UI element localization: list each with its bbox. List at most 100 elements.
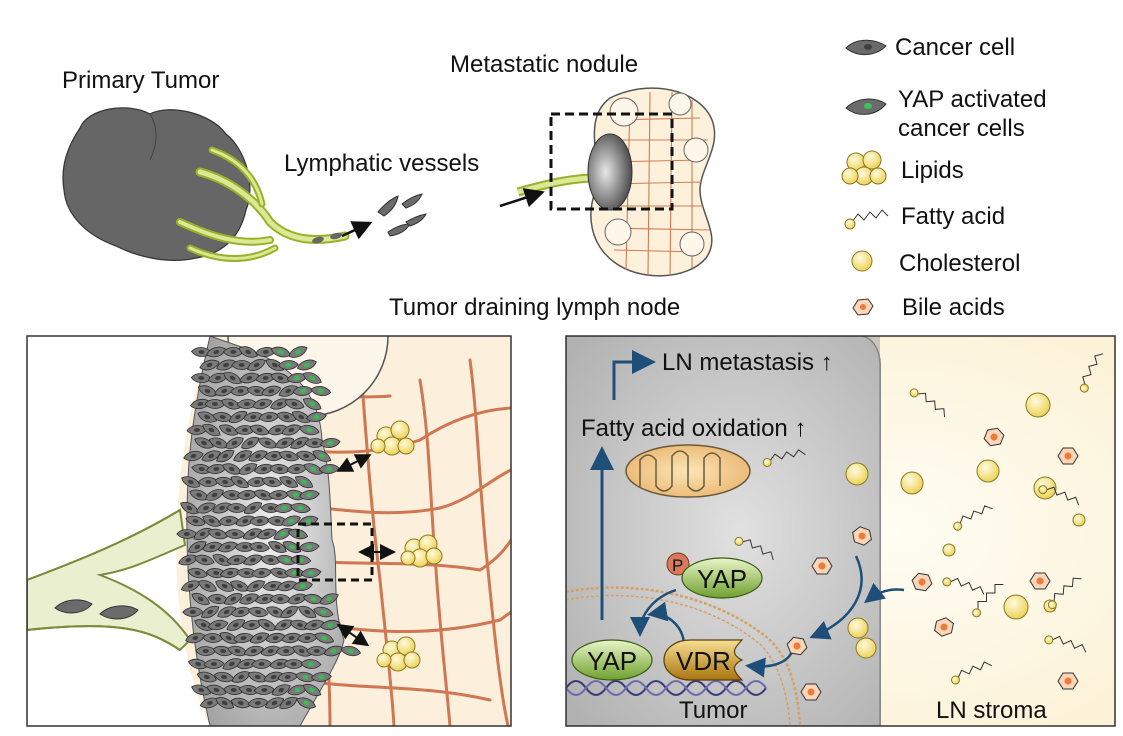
tumor-cell bbox=[273, 503, 295, 513]
tumor-cell bbox=[291, 411, 311, 423]
tumor-cell bbox=[247, 606, 269, 618]
tumor-cell bbox=[257, 619, 277, 631]
cholesterol-molecule bbox=[847, 617, 869, 639]
nuclear-membrane bbox=[566, 586, 802, 726]
fao-label: Fatty acid oxidation ↑ bbox=[581, 415, 806, 442]
fatty-acid-molecule bbox=[1079, 353, 1104, 393]
legend-item-bile-acids: Bile acids bbox=[852, 294, 1005, 321]
cholesterol-molecule bbox=[845, 462, 869, 486]
tumor-cell bbox=[280, 605, 299, 619]
fatty-acid-molecule bbox=[1044, 635, 1087, 653]
svg-text:P: P bbox=[672, 556, 683, 575]
tumor-cell bbox=[310, 672, 332, 682]
svg-text:Cholesterol: Cholesterol bbox=[899, 250, 1020, 277]
tumor-cell bbox=[203, 659, 225, 669]
tumor-cell bbox=[249, 542, 270, 552]
legend-item-cholesterol: Cholesterol bbox=[851, 250, 1020, 277]
legend-item-lipids: Lipids bbox=[841, 150, 964, 186]
tumor-cell bbox=[243, 502, 263, 514]
tumor-cell bbox=[218, 424, 239, 436]
tumor-cell bbox=[264, 697, 285, 709]
tumor-cell bbox=[271, 684, 291, 696]
tumor-cell bbox=[197, 411, 217, 423]
tumor-cell bbox=[242, 528, 262, 540]
svg-text:Lipids: Lipids bbox=[901, 157, 964, 184]
fatty-acid-molecule bbox=[942, 577, 985, 595]
tumor-cell bbox=[320, 619, 341, 631]
tumor-cell bbox=[212, 554, 232, 566]
tumor-cell bbox=[278, 450, 299, 462]
tumor-cell bbox=[287, 593, 308, 605]
tumor-cell bbox=[186, 425, 208, 435]
cholesterol-molecule bbox=[942, 543, 956, 557]
tumor-cell bbox=[230, 476, 250, 488]
molecules-layer bbox=[734, 353, 1104, 701]
tumor-cell bbox=[275, 646, 297, 656]
cholesterol-molecule bbox=[855, 637, 877, 659]
bile-acid-molecule bbox=[1057, 447, 1079, 465]
svg-text:cancer cells: cancer cells bbox=[898, 115, 1025, 142]
tumor-cell bbox=[281, 515, 301, 527]
tumor-cell bbox=[303, 463, 323, 475]
tumor-cell bbox=[194, 437, 214, 449]
fatty-acid-molecule bbox=[953, 505, 993, 531]
tumor-cell bbox=[296, 697, 316, 709]
tumor-cell bbox=[228, 411, 248, 423]
tumor-cell bbox=[207, 619, 229, 631]
fatty-acid-icon bbox=[844, 209, 889, 230]
tumor-cell bbox=[279, 696, 298, 710]
tumor-cell bbox=[288, 346, 308, 358]
tumor-cell bbox=[282, 541, 302, 553]
tumor-cell bbox=[249, 516, 271, 526]
tumor-cell bbox=[299, 424, 320, 436]
tumor-cell bbox=[239, 593, 259, 605]
fatty-acid-molecule bbox=[951, 661, 993, 685]
lymph-node-follicles bbox=[604, 92, 709, 257]
tumor-cell bbox=[188, 541, 207, 553]
svg-text:YAP: YAP bbox=[587, 646, 637, 676]
tumor-cell bbox=[216, 449, 235, 463]
tumor-cell bbox=[201, 605, 220, 619]
bile-acid-molecule bbox=[1029, 572, 1051, 590]
tumor-cell bbox=[191, 593, 210, 605]
tumor-cell bbox=[183, 450, 204, 462]
tumor-cell bbox=[196, 671, 217, 683]
tumor-cell bbox=[268, 541, 287, 553]
bile-acid-molecule bbox=[983, 427, 1005, 447]
tumor-cell bbox=[191, 684, 212, 696]
tumor-cell bbox=[216, 359, 236, 371]
tumor-cell bbox=[256, 528, 277, 540]
tumor-cell bbox=[238, 685, 260, 695]
tumor-cell bbox=[233, 450, 253, 462]
tumor-cell bbox=[310, 386, 332, 396]
tumor-cell bbox=[238, 346, 258, 358]
tumor-cell bbox=[284, 568, 306, 578]
fatty-acid-molecule bbox=[972, 584, 1004, 618]
tumor-cell bbox=[202, 423, 221, 437]
metastatic-nodule-shape bbox=[587, 133, 633, 211]
tumor-cell bbox=[215, 580, 235, 592]
tumor-cell bbox=[300, 659, 322, 669]
fatty-acid-molecule bbox=[909, 388, 946, 418]
cholesterol-molecule bbox=[1072, 513, 1086, 527]
tumor-cell bbox=[207, 372, 229, 384]
tumor-cell bbox=[284, 398, 305, 410]
tumor-cell bbox=[290, 502, 311, 514]
mechanism-panel: P YAP YAP VDR LN metastasis ↑ Fatty acid… bbox=[566, 336, 1115, 726]
yap-nuclear bbox=[571, 639, 653, 681]
tumor-cell bbox=[238, 463, 258, 475]
tumor-cell bbox=[247, 359, 266, 371]
tumor-cell bbox=[313, 606, 334, 618]
tumor-cell bbox=[319, 438, 341, 448]
tumor-cell bbox=[277, 360, 299, 370]
mitochondrion bbox=[625, 444, 751, 498]
tumor-cell bbox=[278, 385, 298, 397]
tumor-cell bbox=[225, 437, 244, 449]
tumor-cell bbox=[222, 658, 242, 670]
cholesterol-molecule bbox=[1025, 392, 1051, 418]
tumor-cell bbox=[273, 528, 293, 540]
tumor-cell bbox=[314, 632, 335, 644]
primary-tumor-group: Primary Tumor Lymphatic vessels bbox=[62, 67, 479, 262]
tumor-cell bbox=[286, 464, 308, 474]
bile-acid-molecule bbox=[852, 526, 872, 546]
